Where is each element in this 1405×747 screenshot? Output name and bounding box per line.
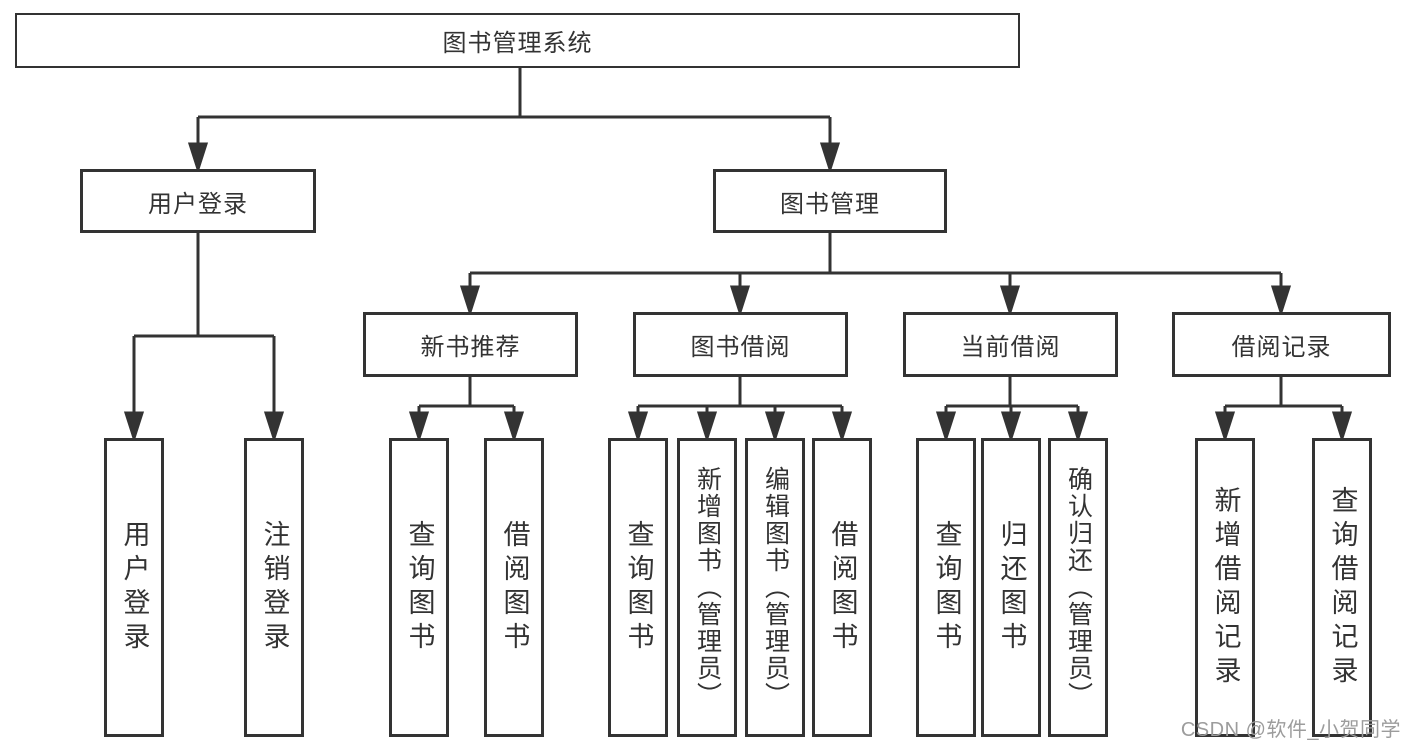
node-label: 用户登录: [119, 519, 150, 656]
node-label: 借阅图书: [499, 519, 530, 656]
node-label: 借阅记录: [1231, 334, 1332, 361]
connector-book-mgmt-to-level3: [459, 233, 1292, 317]
node-book-management: 图书管理: [713, 169, 947, 233]
node-label: 用户登录: [148, 190, 248, 218]
node-label: 当前借阅: [960, 334, 1061, 361]
node-label: 注销登录: [259, 519, 290, 656]
node-label: 查询图书: [623, 519, 654, 656]
node-label: 确认归还（管理员）: [1064, 466, 1093, 709]
node-label: 编辑图书（管理员）: [761, 466, 790, 709]
leaf-borrow-books-1: 借阅图书: [484, 438, 544, 737]
watermark: CSDN @软件_小贺同学: [1180, 719, 1401, 741]
node-new-book-recommend: 新书推荐: [363, 312, 578, 377]
connector-root-to-level2: [187, 68, 841, 174]
node-label: 图书借阅: [690, 334, 791, 361]
connector-book-borrow-to-leaves: [627, 377, 853, 443]
node-borrowing-records: 借阅记录: [1172, 312, 1391, 377]
node-current-borrowing: 当前借阅: [903, 312, 1118, 377]
node-label: 归还图书: [996, 519, 1027, 656]
leaf-edit-books-admin: 编辑图书（管理员）: [745, 438, 805, 737]
connector-current-borrow-to-leaves: [935, 377, 1089, 443]
node-book-borrowing: 图书借阅: [633, 312, 848, 377]
node-label: 查询图书: [404, 519, 435, 656]
connector-borrow-records-to-leaves: [1214, 377, 1353, 443]
leaf-logout: 注销登录: [244, 438, 304, 737]
leaf-confirm-return-admin: 确认归还（管理员）: [1048, 438, 1108, 737]
leaf-borrow-books-2: 借阅图书: [812, 438, 872, 737]
node-root-system: 图书管理系统: [15, 13, 1020, 68]
leaf-add-borrow-record: 新增借阅记录: [1195, 438, 1255, 737]
connector-user-login-to-leaves: [123, 233, 285, 443]
leaf-query-borrow-record: 查询借阅记录: [1312, 438, 1372, 737]
leaf-add-books-admin: 新增图书（管理员）: [677, 438, 737, 737]
node-label: 新增借阅记录: [1210, 485, 1241, 690]
node-label: 查询借阅记录: [1327, 485, 1358, 690]
node-user-login: 用户登录: [80, 169, 316, 233]
leaf-query-books-1: 查询图书: [389, 438, 449, 737]
node-label: 借阅图书: [827, 519, 858, 656]
node-label: 图书管理系统: [442, 30, 593, 57]
node-label: 新书推荐: [420, 334, 521, 361]
node-label: 图书管理: [780, 190, 880, 218]
leaf-return-books: 归还图书: [981, 438, 1041, 737]
leaf-query-books-3: 查询图书: [916, 438, 976, 737]
leaf-query-books-2: 查询图书: [608, 438, 668, 737]
connector-new-book-rec-to-leaves: [408, 377, 525, 443]
node-label: 查询图书: [931, 519, 962, 656]
leaf-user-login: 用户登录: [104, 438, 164, 737]
node-label: 新增图书（管理员）: [693, 466, 722, 709]
